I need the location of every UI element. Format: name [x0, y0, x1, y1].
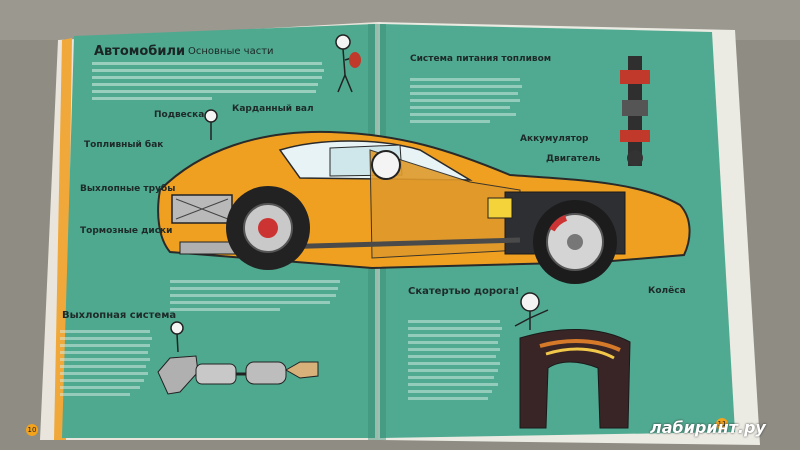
right-tire-text-block	[408, 320, 502, 400]
page-number-left: 10	[26, 424, 38, 436]
car-illustration	[157, 130, 691, 284]
driver-figure	[371, 150, 401, 180]
label-brake-discs: Тормозные диски	[80, 226, 173, 236]
battery-shape	[487, 197, 513, 219]
label-engine: Двигатель	[546, 154, 601, 164]
left-exhaust-text-block	[60, 330, 152, 396]
page-number-right: 11	[716, 418, 728, 430]
label-exhaust-system: Выхлопная система	[62, 310, 177, 321]
stick-figures	[170, 34, 549, 353]
label-exhaust-pipes: Выхлопные трубы	[80, 184, 176, 194]
red-marker	[349, 52, 361, 68]
label-suspension: Подвеска	[154, 110, 205, 120]
label-fuel-system: Система питания топливом	[410, 54, 552, 64]
left-lower-text-block	[170, 280, 340, 311]
page-title: Автомобили	[94, 44, 186, 59]
exhaust-system-drawing	[157, 355, 319, 395]
label-battery: Аккумулятор	[520, 134, 589, 144]
watermark: лабиринт.ру	[650, 418, 766, 437]
label-wheels: Колёса	[648, 286, 686, 296]
tire-cross-section	[519, 328, 631, 429]
label-tire-callout: Скатертью дорога!	[408, 286, 520, 297]
page-subtitle: Основные части	[188, 46, 274, 57]
left-intro-text-block	[92, 62, 324, 100]
fuel-injector-diagram	[620, 56, 650, 166]
right-fuel-text-block	[410, 78, 522, 123]
label-fuel-tank: Топливный бак	[84, 140, 164, 150]
label-driveshaft: Карданный вал	[232, 104, 314, 114]
